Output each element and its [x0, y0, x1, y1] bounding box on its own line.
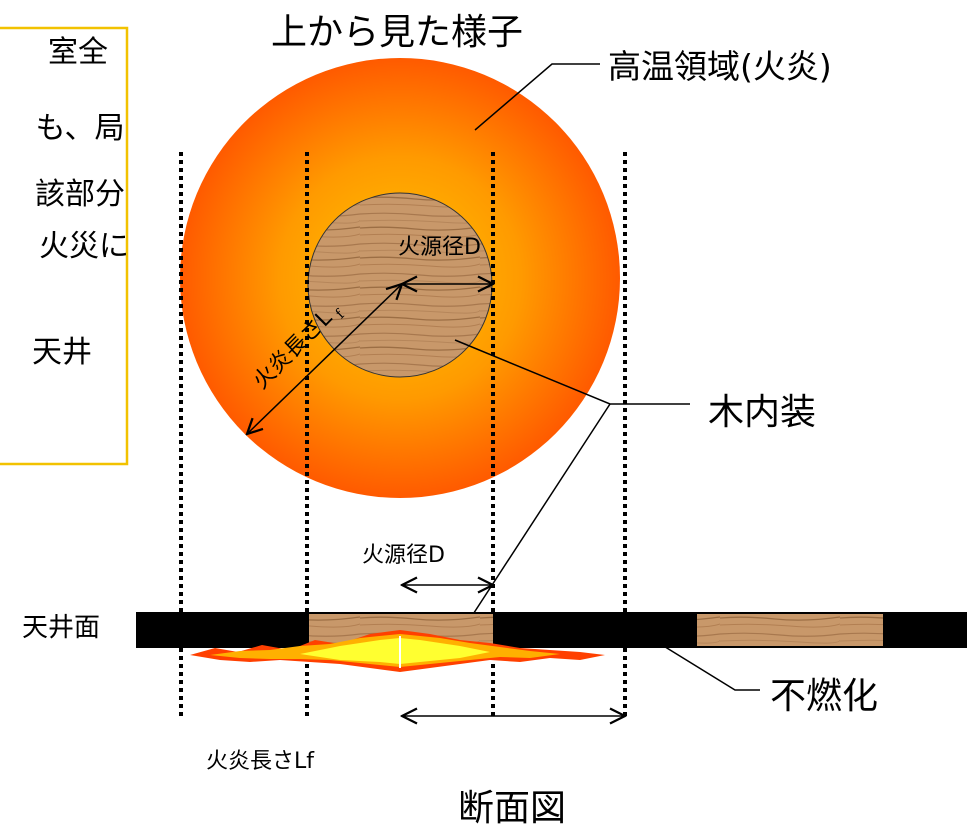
- flame-length-label-section: 火炎長さLf: [206, 749, 315, 774]
- callout-line-4: 火災に: [39, 229, 129, 264]
- ceiling-flames: [190, 630, 605, 672]
- callout-line-3: 該部分: [35, 177, 125, 212]
- noncombustible-label: 不燃化: [770, 676, 878, 717]
- high-temp-label: 高温領域(火炎): [608, 47, 832, 86]
- source-diameter-label-section: 火源径D: [362, 543, 445, 568]
- callout-line-5: 天井: [32, 335, 92, 370]
- wood-interior-label: 木内装: [708, 392, 816, 433]
- wood-panel-right: [697, 614, 883, 646]
- section-title: 断面図: [458, 788, 566, 829]
- top-view-title: 上から見た様子: [271, 12, 523, 53]
- high-temp-leader: [474, 63, 600, 131]
- source-diameter-label-top: 火源径D: [398, 235, 481, 260]
- noncombustible-leader: [661, 644, 760, 691]
- ceiling-surface-label: 天井面: [22, 613, 100, 643]
- callout-line-1: 室全: [48, 35, 108, 70]
- flame-length-arrow-top: [247, 284, 402, 434]
- callout-line-2: も、局: [35, 111, 124, 146]
- callout-box: 室全 も、局 該部分 火災に 天井: [0, 26, 129, 466]
